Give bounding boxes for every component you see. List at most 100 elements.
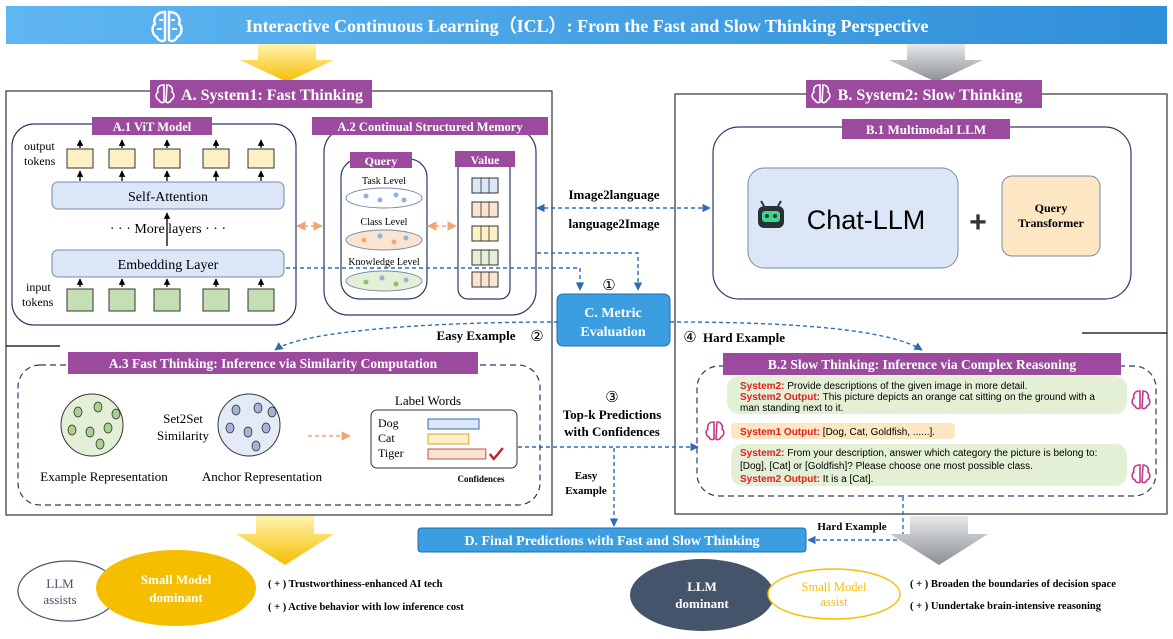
- step-4: ④: [683, 330, 696, 346]
- output-tokens-label-2: tokens: [24, 154, 56, 168]
- input-tokens: [66, 288, 275, 312]
- system1-header: [150, 80, 372, 108]
- brain-icon: [705, 421, 725, 441]
- anchor-dots: [225, 402, 277, 452]
- value-header: [455, 151, 515, 167]
- llm-dominant-ellipse: [630, 559, 774, 631]
- bottom-left-point-2: ( + ) Active behavior with low inference…: [268, 602, 464, 613]
- brain-icon: [1131, 390, 1151, 410]
- bottom-right-point-1: ( + ) Broaden the boundaries of decision…: [910, 579, 1116, 590]
- final-predictions-box: [417, 527, 807, 553]
- topk-label-2: with Confidences: [564, 424, 660, 439]
- vit-header: [92, 117, 212, 135]
- step-1: ①: [602, 278, 615, 294]
- llm-dominant-label-2: dominant: [675, 596, 729, 611]
- self-attention-block: [51, 181, 285, 210]
- topk-label-1: Top-k Predictions: [563, 407, 662, 422]
- example-representation-label: Example Representation: [40, 469, 168, 484]
- llm-title: B.1 Multimodal LLM: [866, 122, 986, 137]
- label-word: Dog: [378, 416, 399, 430]
- output-token: [247, 148, 275, 169]
- chat-llm-label: Chat-LLM: [807, 205, 926, 235]
- confidence-bar: [427, 448, 487, 460]
- metric-label-1: C. Metric: [584, 306, 642, 321]
- plus-sign: +: [969, 206, 987, 239]
- dialog1-line2: System2 Output: This picture depicts an …: [740, 392, 1095, 403]
- input-token: [108, 288, 136, 312]
- slow-inference-title: B.2 Slow Thinking: Inference via Complex…: [768, 357, 1076, 372]
- label-word: Tiger: [378, 446, 404, 460]
- hard-example-label: Hard Example: [703, 330, 785, 345]
- value-slot: [471, 271, 499, 288]
- input-tokens-label-2: tokens: [22, 295, 54, 309]
- output-token: [153, 148, 181, 169]
- output-tokens: [66, 148, 275, 169]
- bottom-right-point-2: ( + ) Uundertake brain-intensive reasoni…: [910, 601, 1102, 612]
- easy-example-arrow: [274, 321, 559, 351]
- output-token: [66, 148, 94, 169]
- dialog-system2-describe: [727, 376, 1127, 414]
- dialog3-out-label: System2 Output:: [740, 474, 820, 485]
- brain-icon: [811, 84, 831, 104]
- embedding-layer-label: Embedding Layer: [118, 258, 219, 273]
- input-token: [66, 288, 94, 312]
- dialog-system1-output: [731, 423, 955, 439]
- dialog1-out-text: This picture depicts an orange cat sitti…: [820, 392, 1095, 403]
- metric-evaluation-box: [556, 293, 671, 347]
- easy-example-label-2b: Example: [565, 485, 607, 497]
- output-token: [108, 148, 136, 169]
- output-token: [202, 148, 230, 169]
- system2-title: B. System2: Slow Thinking: [838, 87, 1023, 104]
- final-predictions-label: D. Final Predictions with Fast and Slow …: [464, 534, 759, 549]
- dialog3-line2: [Dog], [Cat] or [Goldfish]? Please choos…: [740, 461, 1033, 472]
- fast-inference-box: [17, 364, 541, 506]
- query-transformer-label-1: Query: [1035, 201, 1068, 215]
- value-slots: [471, 177, 499, 288]
- value-slot: [471, 249, 499, 266]
- main-title: Interactive Continuous Learning（ICL）: Fr…: [246, 16, 929, 36]
- anchor-representation-label: Anchor Representation: [202, 469, 323, 484]
- query-transformer-block: [1001, 175, 1101, 257]
- language2image-label: language2Image: [569, 216, 660, 231]
- small-model-dominant-label-2: dominant: [149, 590, 203, 605]
- step-3: ③: [605, 390, 618, 406]
- confidence-bar: [427, 433, 470, 445]
- vit-title: A.1 ViT Model: [113, 120, 192, 134]
- robot-icon: [758, 200, 784, 228]
- brain-icon: [1131, 464, 1151, 484]
- input-tokens-label-1: input: [26, 280, 51, 294]
- llm-assists-label-1: LLM: [46, 576, 74, 591]
- memory-title: A.2 Continual Structured Memory: [337, 120, 523, 134]
- input-token: [202, 288, 230, 312]
- small-model-assist-label-1: Small Model: [802, 580, 867, 594]
- dialog2-label: System1 Output:: [740, 427, 820, 438]
- hard-example-arrow: [669, 321, 923, 351]
- fast-inference-header: [68, 352, 478, 374]
- hard-to-final-arrow: [807, 497, 904, 545]
- value-slot: [471, 225, 499, 242]
- memory-header: [312, 117, 548, 135]
- knowledge-level-disc: [345, 270, 423, 292]
- task-level-label: Task Level: [362, 176, 406, 187]
- brain-icon: [155, 84, 175, 104]
- small-model-assist-label-2: assist: [820, 595, 848, 609]
- confidences-label: Confidences: [458, 474, 505, 484]
- embedding-layer-block: [51, 249, 285, 278]
- small-model-dominant-ellipse: [96, 550, 256, 626]
- dialog1-s2-label: System2:: [740, 381, 784, 392]
- dialog1-line3: man standing next to it.: [740, 403, 843, 414]
- metric-label-2: Evaluation: [580, 325, 646, 340]
- arrow-gold-bottom: [236, 516, 334, 565]
- slow-inference-header: [723, 353, 1121, 375]
- fast-inference-title: A.3 Fast Thinking: Inference via Similar…: [109, 356, 438, 371]
- dialog3-s2-label: System2:: [740, 448, 784, 459]
- step-2: ②: [530, 329, 543, 345]
- title-bar: [6, 6, 1167, 44]
- class-level-label: Class Level: [361, 217, 408, 228]
- dialog2-line: System1 Output: [Dog, Cat, Goldfish, ...…: [740, 427, 935, 438]
- label-word: Cat: [378, 431, 395, 445]
- dialog3-line3: System2 Output: It is a [Cat].: [740, 474, 873, 485]
